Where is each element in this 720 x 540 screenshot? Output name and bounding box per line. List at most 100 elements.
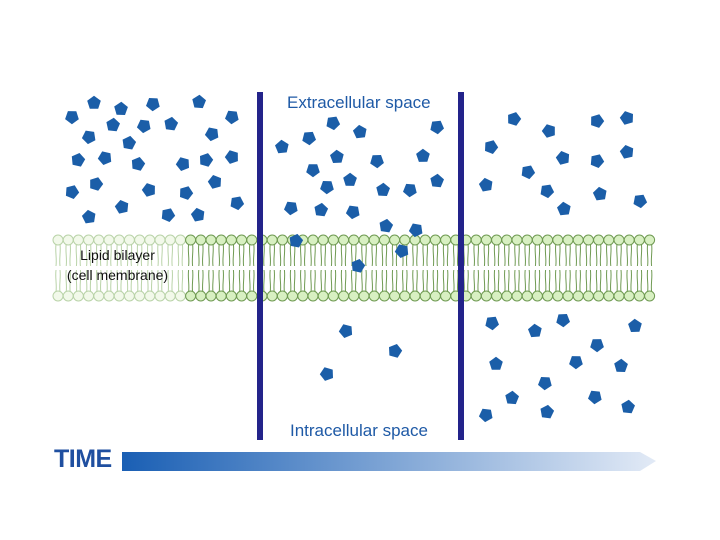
molecule [275,139,289,154]
lipid-molecule [531,234,543,302]
molecule [65,185,80,199]
lipid-molecule [83,234,95,302]
molecule [592,186,607,201]
molecule [338,324,353,338]
lipid-molecule [144,234,156,302]
lipid-molecule [113,234,125,302]
lipid-molecule [327,234,339,302]
molecule [146,98,160,112]
molecule [430,120,444,135]
lipid-molecule [501,234,513,302]
lipid-molecule [368,234,380,302]
molecules [65,94,648,423]
molecule [485,140,499,154]
lipid-molecule [572,234,584,302]
molecule [555,151,570,165]
lipid-molecule [440,234,452,302]
molecule [376,182,390,196]
molecule [633,194,648,209]
molecule [508,112,522,126]
lipid-molecule [185,234,197,302]
lipid-molecule [266,234,278,302]
lipid-molecule [215,234,227,302]
molecule [528,323,542,338]
molecule [161,208,176,222]
molecule [379,218,394,233]
molecule [590,154,605,168]
molecule [478,408,493,423]
lipid-molecule [205,234,217,302]
lipid-molecule [491,234,503,302]
molecule [628,318,642,332]
lipid-molecule [358,234,370,302]
molecule [302,131,316,146]
lipid-molecule [134,234,146,302]
molecule [320,181,334,195]
molecule [557,201,571,216]
molecule [345,205,360,220]
lipid-molecule [378,234,390,302]
time-label: TIME [54,445,112,473]
lipid-molecule [338,234,350,302]
lipid-molecule [644,234,656,302]
molecule [114,200,129,214]
molecule [230,196,245,211]
molecule [485,316,499,331]
lipid-molecule [225,234,237,302]
molecule [87,95,101,109]
molecule [619,145,634,159]
lipid-molecule [562,234,574,302]
molecule [192,94,206,109]
lipid-molecule [542,234,554,302]
molecule [81,130,96,145]
molecule [556,314,570,328]
lipid-bilayer-label-line1: Lipid bilayer [80,247,155,263]
molecule [114,101,128,115]
lipid-molecule [236,234,248,302]
lipid-molecule [521,234,533,302]
time-arrow [122,452,656,471]
molecule [540,404,555,419]
lipid-molecule [317,234,329,302]
intracellular-space-label: Intracellular space [290,421,428,440]
lipid-bilayer-label-line2: (cell membrane) [66,267,169,283]
molecule [225,110,239,125]
lipid-molecule [511,234,523,302]
molecule [224,150,238,164]
lipid-molecule [593,234,605,302]
molecule [200,153,214,167]
molecule [180,186,194,200]
molecule [319,367,333,381]
lipid-molecule [154,234,166,302]
molecule [541,124,555,138]
molecule [122,135,137,150]
molecule [314,202,329,217]
molecule [71,153,86,167]
lipid-molecule [633,234,645,302]
extracellular-space-label: Extracellular space [287,93,431,112]
molecule [430,173,444,188]
lipid-molecule [195,234,207,302]
molecule [175,157,189,171]
lipid-molecule [389,234,401,302]
molecule [540,184,555,199]
molecule [97,151,112,165]
molecule [538,377,552,391]
lipid-bilayer-label: Lipid bilayer (cell membrane) [55,245,180,285]
molecule [505,390,519,405]
molecule [614,358,628,372]
molecule [81,209,96,224]
lipid-molecule [429,234,441,302]
molecule [478,177,493,192]
lipid-molecule [582,234,594,302]
lipid-molecule [419,234,431,302]
molecule [204,127,219,142]
molecule [190,207,205,222]
lipid-molecule [552,234,564,302]
divider-line-left [257,92,263,440]
lipid-molecule [603,234,615,302]
lipid-bilayer [52,234,656,302]
molecule [326,116,341,131]
molecule [106,117,120,132]
